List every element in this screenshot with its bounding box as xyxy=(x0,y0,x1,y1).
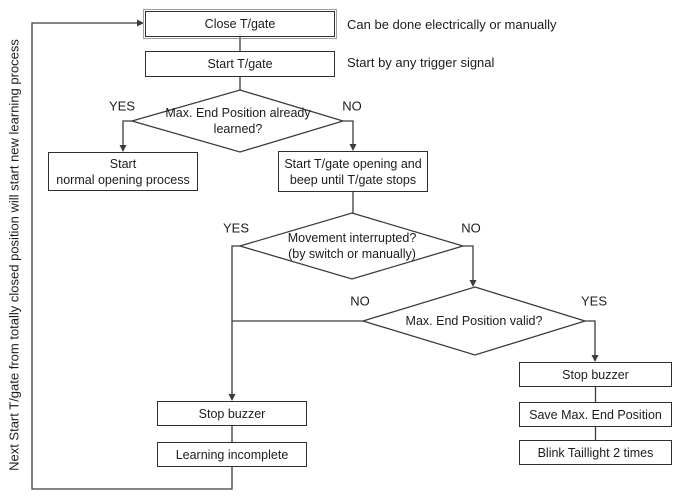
d2-yes-label: YES xyxy=(222,220,250,236)
decision-d3-shape xyxy=(360,286,588,356)
decision-d2-line1: Movement interrupted? xyxy=(287,230,417,245)
node-close-tgate-label: Close T/gate xyxy=(204,17,276,31)
node-start-tgate: Start T/gate xyxy=(145,51,335,77)
decision-d3-label: Max. End Position valid? xyxy=(406,313,543,329)
node-start-normal-line2: normal opening process xyxy=(56,172,190,187)
d1-yes-label: YES xyxy=(108,98,136,114)
node-learning-incomplete-label: Learning incomplete xyxy=(175,447,289,462)
node-learning-incomplete: Learning incomplete xyxy=(157,442,307,467)
decision-d1-line2: learned? xyxy=(213,122,263,136)
decision-d2-label: Movement interrupted? (by switch or manu… xyxy=(288,230,417,263)
annotation-close-tgate: Can be done electrically or manually xyxy=(347,17,557,32)
decision-d2-line2: (by switch or manually) xyxy=(288,247,416,261)
decision-d1-shape xyxy=(129,89,346,153)
node-close-tgate: Close T/gate xyxy=(143,9,337,39)
decision-d1-line1: Max. End Position already xyxy=(165,105,311,120)
d1-no-label: NO xyxy=(342,98,362,114)
node-start-tgate-label: Start T/gate xyxy=(207,57,273,71)
arrow-connectors xyxy=(31,22,596,490)
d2-no-label: NO xyxy=(461,220,481,236)
node-start-opening-line1: Start T/gate opening and xyxy=(284,156,422,171)
node-start-opening-line2: beep until T/gate stops xyxy=(289,172,417,187)
node-stop-buzzer-left: Stop buzzer xyxy=(157,401,307,426)
d3-yes-label: YES xyxy=(580,293,608,309)
node-start-opening-beep: Start T/gate opening and beep until T/ga… xyxy=(278,151,428,192)
annotation-start-tgate: Start by any trigger signal xyxy=(347,55,495,70)
decision-d2-shape xyxy=(237,212,466,280)
node-save-max-end-position: Save Max. End Position xyxy=(519,402,672,427)
node-blink-taillight: Blink Taillight 2 times xyxy=(519,440,672,465)
node-blink-taillight-label: Blink Taillight 2 times xyxy=(537,445,654,460)
side-note-vertical-label: Next Start T/gate from totally closed po… xyxy=(6,39,22,471)
node-save-max-label: Save Max. End Position xyxy=(529,407,662,422)
decision-d1-label: Max. End Position already learned? xyxy=(165,105,310,138)
d3-no-label: NO xyxy=(350,293,370,309)
plain-connectors xyxy=(231,37,597,442)
node-start-normal-opening: Start normal opening process xyxy=(48,152,198,191)
decision-d3-line1: Max. End Position valid? xyxy=(405,313,543,328)
node-stop-buzzer-left-label: Stop buzzer xyxy=(198,406,266,421)
node-stop-buzzer-right: Stop buzzer xyxy=(519,362,672,387)
arrowheads xyxy=(119,19,599,401)
node-stop-buzzer-right-label: Stop buzzer xyxy=(562,367,629,382)
node-start-normal-line1: Start xyxy=(109,156,137,171)
